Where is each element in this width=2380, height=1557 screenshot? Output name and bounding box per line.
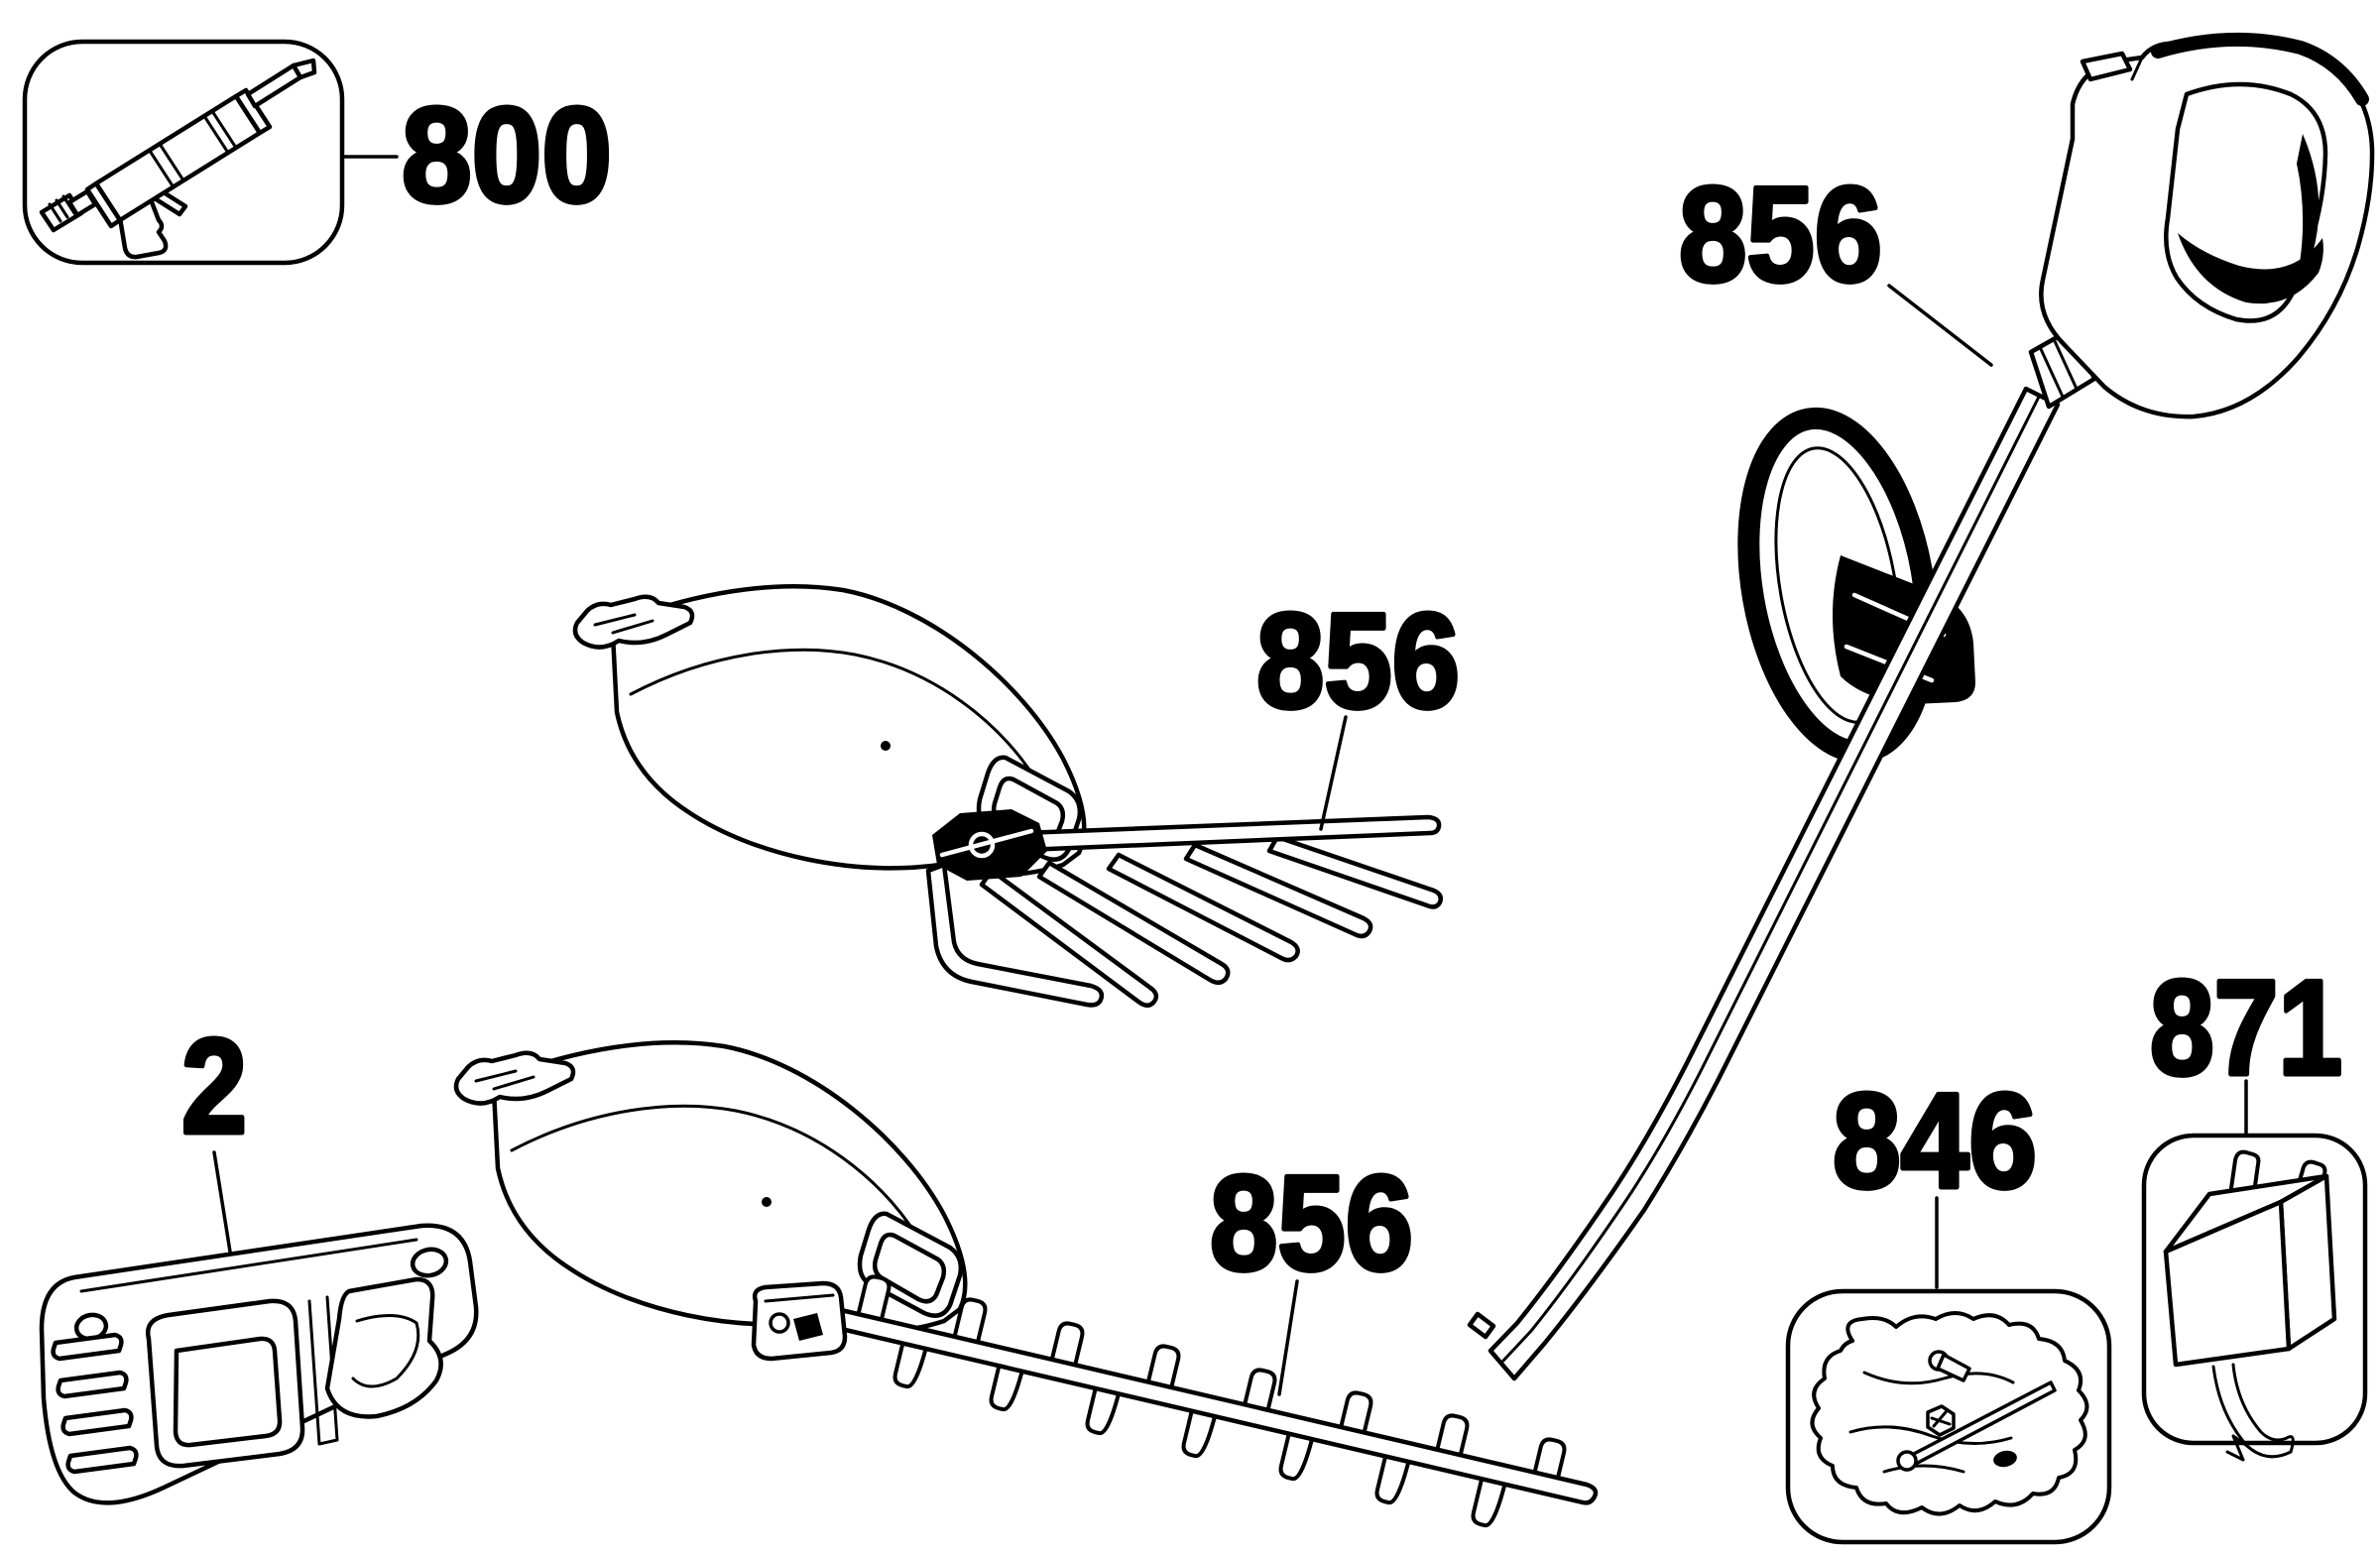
trimmer-neck-lines xyxy=(2039,339,2079,399)
charger-cord-squiggle xyxy=(2225,1434,2249,1462)
bracket-rib-4 xyxy=(65,1445,139,1475)
part-2-wall-bracket xyxy=(39,1223,479,1505)
callout-856-grass-blade: 856 xyxy=(1254,583,1463,831)
hedge-blade xyxy=(751,1272,1599,1530)
label-871: 871 xyxy=(2150,952,2342,1103)
hedge-mount-block xyxy=(793,1313,823,1341)
callout-846: 846 xyxy=(1831,1063,2040,1289)
bracket-screw-hole-right xyxy=(410,1247,449,1278)
grass-blade-tooth-6 xyxy=(1266,834,1443,909)
grass-blade-arm xyxy=(925,862,1105,1008)
label-856-pole: 856 xyxy=(1679,159,1882,309)
handle-hole-shading xyxy=(2293,134,2320,298)
shaft-end-pin xyxy=(1467,1311,1496,1340)
pouch-folds xyxy=(1848,1371,2015,1474)
handle-top-tab xyxy=(2080,51,2133,82)
trimmer-shaft xyxy=(1488,386,2061,1381)
label-846: 846 xyxy=(1833,1065,2037,1216)
bracket-clip xyxy=(324,1276,443,1419)
part-871-charger xyxy=(2141,1133,2368,1462)
leader-856-pole xyxy=(1887,284,1993,367)
part-846-hardware-kit xyxy=(1785,1288,2112,1545)
part-800-lubricator-box xyxy=(22,39,345,266)
gun-barrel-bands xyxy=(148,109,238,189)
grass-blade xyxy=(925,809,1443,1008)
leader-856-hedge xyxy=(1277,1279,1299,1396)
charger-front-face xyxy=(2163,1199,2292,1368)
part-856-hedge-shear xyxy=(456,1042,1599,1530)
hedge-mount-line xyxy=(764,1293,835,1303)
bracket-rib-3 xyxy=(60,1407,134,1437)
grass-blade-tooth-2 xyxy=(979,868,1159,1008)
lubricator-gun-drawing xyxy=(39,58,317,260)
bracket-clip-curve xyxy=(351,1313,420,1388)
part-856-pole-trimmer xyxy=(1467,32,2375,1381)
trimmer-trigger xyxy=(2178,233,2323,304)
callout-800: 800 xyxy=(343,77,615,233)
grass-blade-tooth-3 xyxy=(1036,860,1231,985)
kit-nut-lines xyxy=(1930,1410,1952,1428)
callout-2: 2 xyxy=(179,1009,250,1254)
charger-cord-right xyxy=(2231,1363,2295,1454)
kit-rod-head xyxy=(1896,1450,1918,1472)
handle-notch xyxy=(2130,56,2144,81)
handle-top-band xyxy=(2151,32,2369,106)
grass-blade-tooth-4 xyxy=(1106,852,1300,963)
hedge-blade-spine xyxy=(834,1307,1599,1505)
callout-856-hedge-blade: 856 xyxy=(1208,1145,1416,1396)
label-856-hedge: 856 xyxy=(1210,1147,1413,1298)
bracket-rib-2 xyxy=(56,1370,129,1399)
leader-856-grass xyxy=(1319,715,1348,831)
gun-nozzle-tip xyxy=(291,58,317,80)
grass-blade-tooth-5 xyxy=(1183,842,1373,939)
callout-856-pole: 856 xyxy=(1677,157,1993,367)
label-800: 800 xyxy=(402,79,612,230)
gun-front-cap xyxy=(233,87,273,136)
hedge-mount-bolt xyxy=(769,1312,790,1334)
label-2: 2 xyxy=(181,1011,247,1161)
kit-spacer xyxy=(1993,1450,2017,1468)
kit-screw-shaft xyxy=(1936,1353,1971,1382)
bracket-rib-1 xyxy=(51,1332,124,1362)
label-856-grass: 856 xyxy=(1256,585,1460,736)
grass-blade-mount-line xyxy=(939,828,1034,858)
bracket-strap-inner xyxy=(173,1336,283,1448)
callout-871: 871 xyxy=(2148,950,2345,1135)
part-856-grass-shear xyxy=(575,586,1443,1008)
bracket-plate-seam xyxy=(79,1238,418,1293)
grass-blade-mount xyxy=(932,809,1047,881)
trimmer-shaft-seam xyxy=(1501,395,2041,1363)
leader-2 xyxy=(212,1150,232,1254)
